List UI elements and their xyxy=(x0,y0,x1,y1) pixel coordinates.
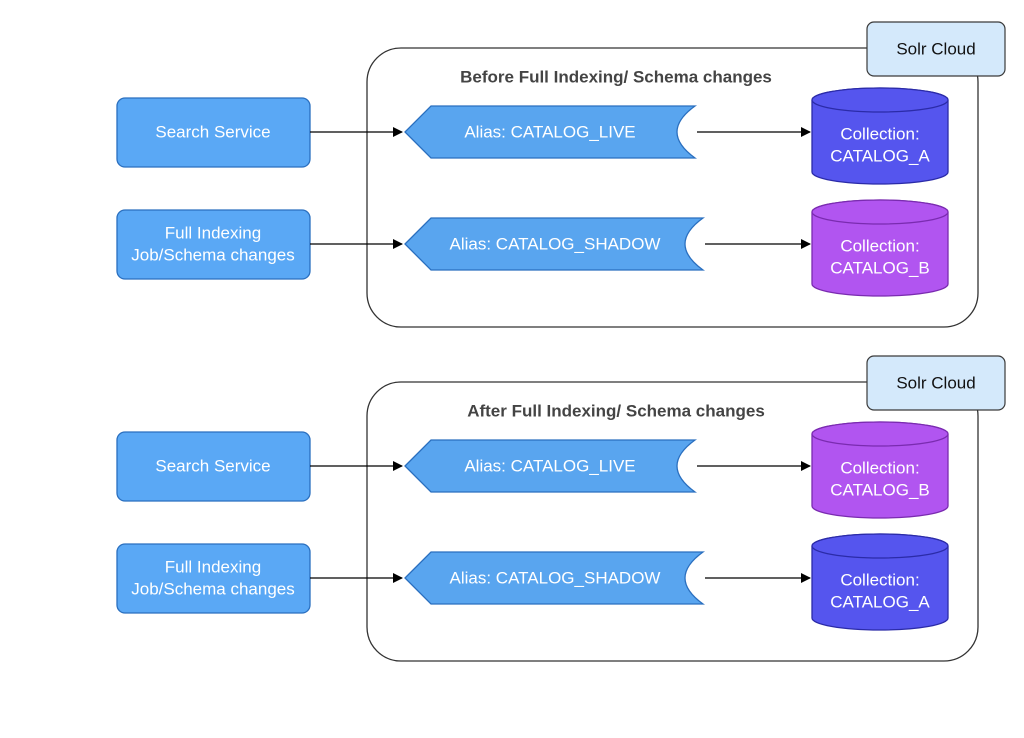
search-service-label: Search Service xyxy=(155,122,270,141)
collection-cylinder-top xyxy=(811,199,949,225)
collection-label: Collection: xyxy=(840,124,919,143)
alias-shadow-shape xyxy=(404,551,706,605)
full-indexing-job-label: Job/Schema changes xyxy=(131,579,295,598)
solr-cloud-container xyxy=(366,381,979,662)
collection-cylinder-top xyxy=(811,87,949,113)
solr-cloud-container xyxy=(366,47,979,328)
collection-label: Collection: xyxy=(840,236,919,255)
collection-label: CATALOG_A xyxy=(830,146,930,165)
panel-title: After Full Indexing/ Schema changes xyxy=(467,401,765,420)
collection-label: Collection: xyxy=(840,570,919,589)
alias-shadow-label: Alias: CATALOG_SHADOW xyxy=(450,568,661,587)
panel-title: Before Full Indexing/ Schema changes xyxy=(460,67,772,86)
row-1: Search Service Alias: CATALOG_LIVE Collect… xyxy=(116,87,949,185)
full-indexing-job-label: Full Indexing xyxy=(165,557,261,576)
solr-cloud-label: Solr Cloud xyxy=(896,373,975,392)
search-service-label: Search Service xyxy=(155,456,270,475)
collection-cylinder-top xyxy=(811,421,949,447)
collection-label: CATALOG_B xyxy=(830,480,930,499)
row-1: Search Service Alias: CATALOG_LIVE Collect… xyxy=(116,421,949,519)
alias-live-label: Alias: CATALOG_LIVE xyxy=(464,456,635,475)
solr-cloud-label-box xyxy=(866,21,1006,77)
collection-label: CATALOG_B xyxy=(830,258,930,277)
solr-cloud-label-box xyxy=(866,355,1006,411)
collection-cylinder-top xyxy=(811,533,949,559)
full-indexing-job-label: Full Indexing xyxy=(165,223,261,242)
alias-live-shape xyxy=(404,105,698,159)
alias-live-shape xyxy=(404,439,698,493)
alias-live-label: Alias: CATALOG_LIVE xyxy=(464,122,635,141)
solr-cloud-label: Solr Cloud xyxy=(896,39,975,58)
collection-label: Collection: xyxy=(840,458,919,477)
collection-label: CATALOG_A xyxy=(830,592,930,611)
alias-shadow-label: Alias: CATALOG_SHADOW xyxy=(450,234,661,253)
alias-shadow-shape xyxy=(404,217,706,271)
full-indexing-job-label: Job/Schema changes xyxy=(131,245,295,264)
